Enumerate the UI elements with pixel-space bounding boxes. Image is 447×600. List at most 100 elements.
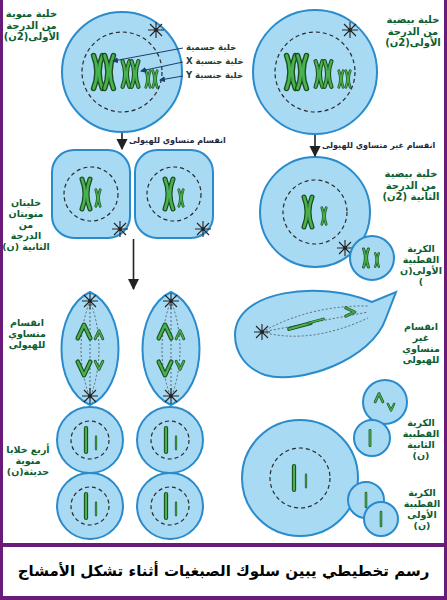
- leader-line: [113, 48, 183, 61]
- cell-label: خلية بيضية من الدرجة الأولى(2ن): [382, 14, 444, 49]
- ovum-and-polar-bodies: [242, 420, 398, 536]
- spermatids: [57, 407, 203, 539]
- ovum-and-polar-bodies: [306, 475, 307, 488]
- dividing-oocyte: [388, 404, 394, 411]
- secondary-oocyte: [260, 157, 394, 280]
- primary-spermatocyte: [94, 56, 103, 89]
- cell-label: الكرية القطبية الأولى(ن): [398, 244, 444, 288]
- ovum-and-polar-bodies: [242, 420, 358, 536]
- cell-node: الكرية القطبية الأولى (ن): [348, 482, 398, 537]
- spermatids: [71, 487, 109, 525]
- arrow-label: انقسام متساوي للهيولى: [128, 136, 227, 146]
- dividing-spermatocytes: [159, 362, 172, 376]
- secondary-oocyte: [283, 180, 347, 244]
- ovum-and-polar-bodies: [364, 502, 398, 536]
- cell-label: انقسام متساوي للهيولى: [2, 318, 52, 351]
- primary-oocyte: [316, 61, 323, 87]
- leader-line: [141, 62, 183, 71]
- dividing-oocyte: [235, 291, 407, 424]
- primary-oocyte: [339, 71, 343, 88]
- cell-node: انقسام غير متساوي للهيولى: [232, 282, 412, 380]
- secondary-spermatocytes: [96, 190, 100, 207]
- cell-node: خليتان منويتان من الدرجة الثانية (ن): [52, 150, 213, 238]
- ovum-and-polar-bodies: [270, 448, 330, 508]
- dividing-spermatocytes: [81, 300, 99, 398]
- primary-spermatocyte: [105, 56, 114, 89]
- dividing-oocyte: [346, 308, 355, 316]
- secondary-spermatocytes: [147, 167, 201, 221]
- dividing-spermatocytes: [143, 292, 200, 405]
- dividing-spermatocytes: [82, 293, 98, 309]
- spermatids: [96, 437, 97, 450]
- primary-spermatocyte: [82, 32, 162, 112]
- division-arrow: [133, 239, 135, 289]
- chromosome-label: خلية جسمية: [186, 42, 236, 52]
- secondary-oocyte: [375, 253, 379, 267]
- arrow-label: انقسام غير متساوي للهيولى: [321, 141, 436, 151]
- secondary-spermatocytes: [165, 179, 173, 209]
- secondary-oocyte: [304, 197, 312, 227]
- cell-label: الكرية القطبية الأولى (ن): [400, 488, 444, 532]
- secondary-spermatocytes: [64, 167, 118, 221]
- spermatids: [137, 407, 203, 473]
- ovum-and-polar-bodies: [294, 466, 295, 490]
- dividing-spermatocytes: [176, 331, 184, 339]
- secondary-spermatocytes: [52, 150, 213, 238]
- leader-line: [113, 48, 183, 80]
- dividing-oocyte: [235, 291, 396, 377]
- dividing-spermatocytes: [163, 388, 179, 404]
- secondary-spermatocytes: [52, 150, 130, 238]
- primary-oocyte: [253, 10, 377, 134]
- dividing-spermatocytes: [95, 361, 103, 369]
- ovum-and-polar-bodies: [354, 420, 390, 456]
- spermatids: [176, 437, 177, 450]
- dividing-spermatocytes: [78, 362, 91, 376]
- dividing-oocyte: [289, 323, 311, 329]
- primary-oocyte: [253, 10, 377, 134]
- page-frame: [0, 596, 447, 600]
- dividing-spermatocytes: [176, 361, 184, 369]
- cell-label: خلية منوية من الدرجة الأولى(2ن): [3, 8, 60, 43]
- dividing-oocyte: [262, 306, 368, 336]
- page-frame: [0, 543, 447, 547]
- secondary-spermatocytes: [195, 221, 211, 237]
- secondary-oocyte: [350, 236, 394, 280]
- secondary-oocyte: [364, 249, 369, 267]
- primary-spermatocyte: [123, 61, 130, 87]
- primary-spermatocyte: [62, 12, 182, 132]
- division-arrow: [314, 135, 316, 156]
- spermatids: [166, 428, 167, 452]
- spermatids: [86, 428, 87, 452]
- cell-node: الكرية القطبية الأولى(ن): [350, 236, 394, 280]
- dividing-spermatocytes: [163, 293, 179, 309]
- secondary-spermatocytes: [179, 190, 183, 207]
- secondary-spermatocytes: [82, 179, 90, 209]
- primary-spermatocyte: [153, 71, 157, 88]
- spermatids: [71, 421, 109, 459]
- spermatids: [57, 407, 123, 473]
- primary-oocyte: [346, 71, 350, 88]
- cell-node: خلية بيضية من الدرجة الثانية (2ن): [260, 157, 370, 267]
- cell-node: خلية بيضية من الدرجة الأولى(2ن): [253, 10, 377, 134]
- cell-node: أربع خلايا منوية حديثة(ن): [57, 407, 203, 539]
- cell-label: خليتان منويتان من الدرجة الثانية (ن): [2, 198, 50, 253]
- spermatids: [151, 487, 189, 525]
- cell-label: خلية بيضية من الدرجة الثانية (2ن): [378, 168, 444, 203]
- spermatids: [166, 494, 167, 518]
- figure-caption: رسم تخطيطي يبين سلوك الصبغيات أثناء تشكل…: [6, 549, 441, 593]
- dividing-spermatocytes: [159, 325, 172, 339]
- page-frame: [0, 0, 3, 600]
- cell-node: خلية منوية من الدرجة الأولى(2ن): [62, 12, 182, 132]
- chromosome-label: خلية جنسية X: [186, 56, 244, 66]
- primary-oocyte: [298, 56, 307, 89]
- dividing-spermatocytes: [62, 292, 119, 405]
- spermatids: [86, 494, 87, 518]
- primary-spermatocyte: [148, 22, 164, 38]
- dividing-oocyte: [254, 324, 270, 340]
- primary-spermatocyte: [62, 12, 182, 132]
- spermatids: [137, 473, 203, 539]
- secondary-spermatocytes: [135, 150, 213, 238]
